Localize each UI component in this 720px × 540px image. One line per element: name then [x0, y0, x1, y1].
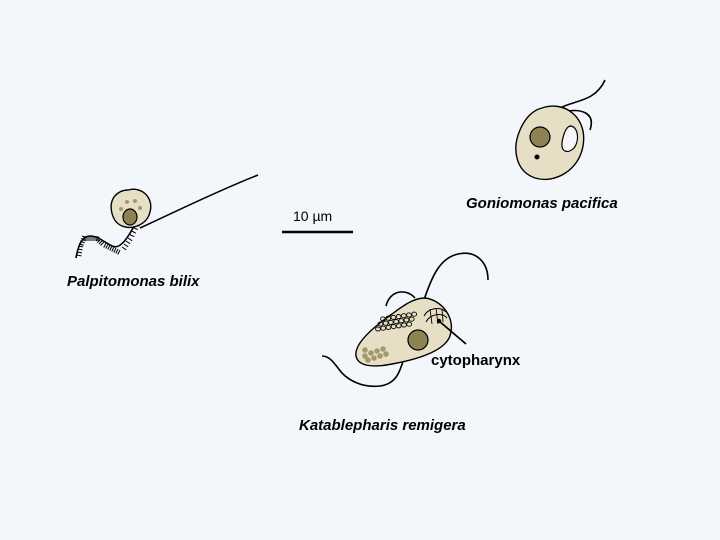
flagellar-hair — [97, 238, 102, 243]
palpitomonas-nucleus — [122, 208, 138, 226]
palpitomonas-flagellar-hairs — [76, 223, 140, 257]
katablepharis-cell — [321, 252, 489, 388]
cytopharynx-pointer-dot — [436, 318, 442, 324]
flagellar-hair — [115, 248, 119, 254]
ejectisome — [400, 313, 407, 319]
palpitomonas-label: Palpitomonas bilix — [67, 273, 200, 290]
granule — [362, 347, 368, 353]
katablepharis-trailing-flagellum — [321, 355, 405, 388]
flagellar-hair — [76, 254, 82, 257]
ejectisome — [388, 319, 394, 325]
flagellar-hair — [133, 227, 138, 231]
ejectisome — [395, 323, 402, 329]
flagellar-hair — [125, 240, 131, 245]
flagellar-hair — [111, 246, 115, 252]
cytopharynx-label: cytopharynx — [431, 352, 521, 369]
granule — [368, 350, 374, 356]
katablepharis-granules — [362, 346, 389, 363]
ejectisome — [382, 320, 389, 326]
flagellar-hair — [98, 240, 103, 245]
ejectisome — [403, 317, 410, 323]
ejectisome — [390, 314, 397, 320]
palpitomonas-granule — [133, 199, 137, 203]
ejectisome — [411, 311, 418, 317]
goniomonas-dot — [534, 154, 540, 160]
palpitomonas-granule — [119, 207, 123, 211]
flagellar-hair — [129, 234, 135, 238]
palpitomonas-long-flagellum — [139, 174, 259, 229]
ejectisome — [385, 315, 392, 321]
palpitomonas-granule — [125, 200, 129, 204]
katablepharis-flagellum — [385, 291, 416, 307]
katablepharis-cell-body — [355, 297, 453, 367]
scale-bar-label: 10 µm — [293, 208, 333, 224]
granule — [365, 357, 371, 363]
katablepharis-cytopharynx-structure — [423, 307, 448, 325]
flagellar-hair — [76, 251, 83, 254]
palpitomonas-cell-body — [110, 188, 152, 229]
flagellar-hair — [100, 241, 105, 246]
cytopharynx-pointer-line — [438, 320, 467, 345]
goniomonas-cell — [515, 79, 606, 180]
granule — [383, 351, 389, 357]
granule — [362, 353, 368, 359]
ejectisome — [406, 321, 413, 327]
flagellar-hair — [109, 245, 113, 251]
flagellar-hair — [81, 235, 87, 239]
flagellar-hair — [131, 230, 137, 234]
flagellar-hair — [123, 243, 129, 248]
katablepharis-flagellum — [423, 252, 489, 301]
palpitomonas-granule — [138, 206, 142, 210]
flagellar-hair — [79, 240, 85, 244]
flagellar-hair — [77, 248, 83, 251]
ejectisome — [408, 316, 415, 322]
goniomonas-vacuole — [561, 125, 579, 153]
goniomonas-flagellum — [559, 79, 606, 109]
ejectisome — [406, 312, 412, 318]
granule — [377, 353, 383, 359]
ejectisome — [377, 321, 384, 327]
ejectisome — [393, 319, 399, 325]
flagellar-hair — [113, 247, 117, 253]
flagellar-hair — [127, 237, 133, 242]
ejectisome — [385, 324, 392, 330]
granule — [380, 346, 386, 352]
flagellar-hair — [78, 243, 84, 246]
goniomonas-nucleus — [529, 126, 551, 148]
flagellar-hair — [107, 244, 111, 250]
katablepharis-label: Katablepharis remigera — [299, 417, 466, 434]
flagellar-hair — [80, 238, 86, 241]
ejectisome — [380, 325, 387, 331]
ejectisome — [380, 316, 386, 322]
flagellar-hair — [121, 246, 127, 251]
goniomonas-cell-body — [515, 105, 585, 180]
flagellar-hair — [117, 249, 121, 255]
granule — [371, 355, 377, 361]
ejectisome — [390, 324, 397, 330]
flagellar-hair — [77, 245, 84, 248]
katablepharis-ejectisome-rows — [375, 311, 418, 332]
katablepharis-nucleus — [407, 329, 429, 351]
granule — [374, 348, 380, 354]
palpitomonas-cell — [75, 174, 259, 259]
ejectisome — [401, 322, 407, 328]
ejectisome — [375, 326, 381, 332]
flagellar-hair — [105, 243, 109, 249]
ejectisome — [395, 314, 402, 320]
goniomonas-label: Goniomonas pacifica — [466, 195, 618, 212]
flagellar-hair — [103, 242, 107, 248]
ejectisome — [398, 318, 405, 324]
